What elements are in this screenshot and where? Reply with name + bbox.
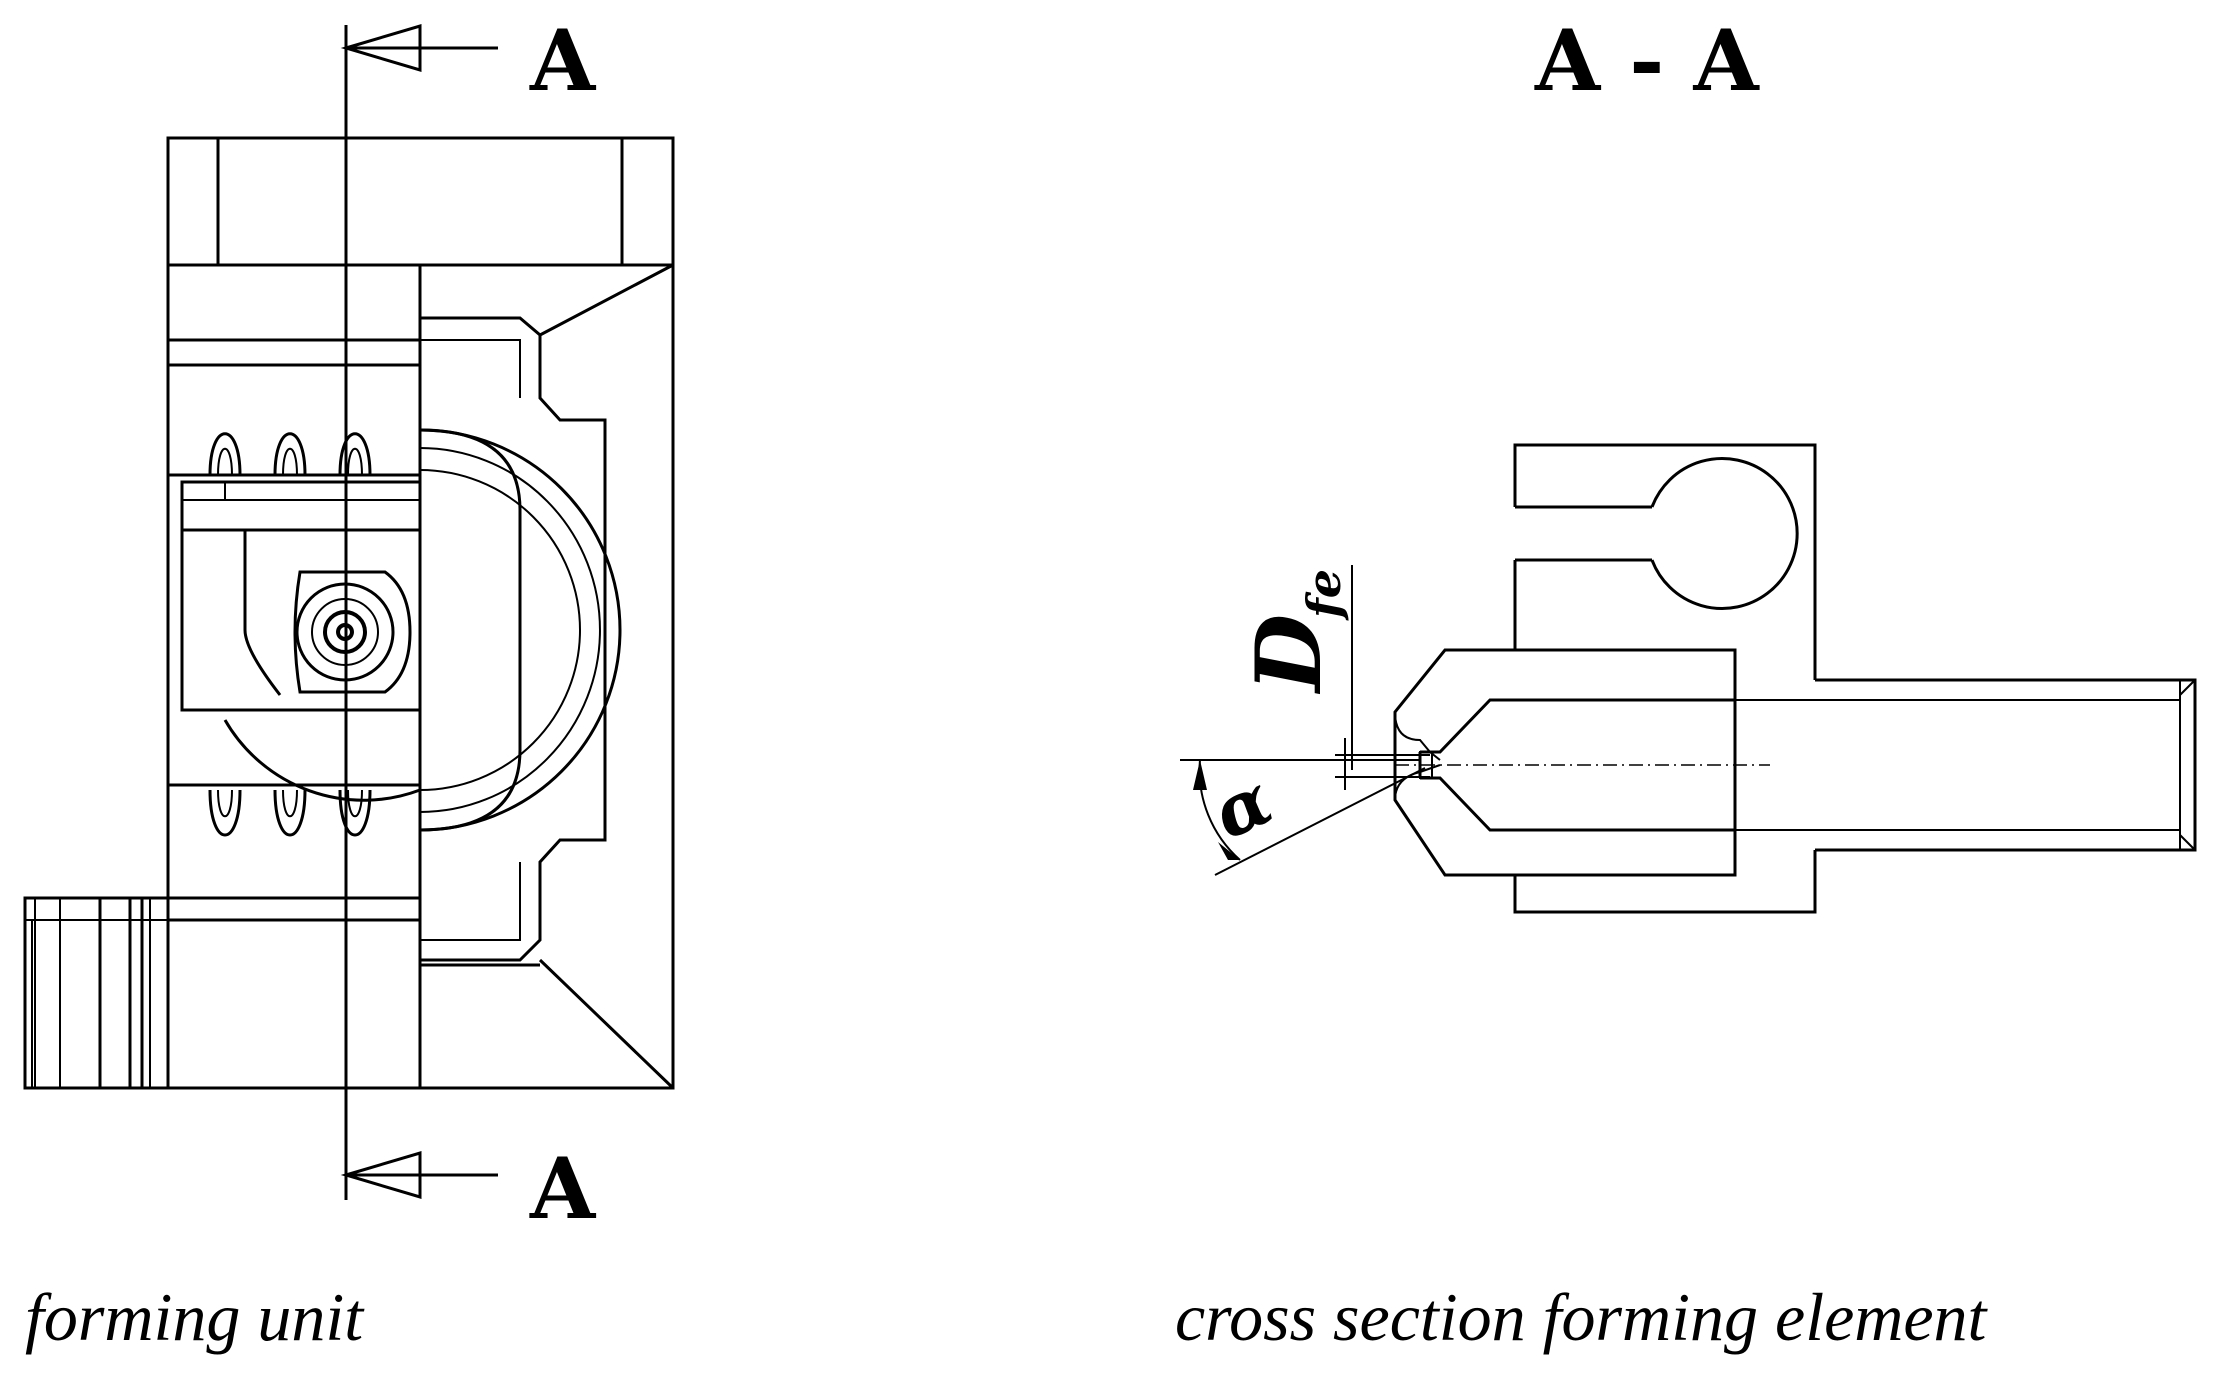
side-knob [23,896,170,1090]
cross-section-view: A - A [1175,11,2197,1355]
section-arrow-bottom [340,1150,498,1200]
angle-dimension [1180,759,1426,876]
forming-unit-view: A A [23,11,675,1355]
forming-unit-caption: forming unit [25,1279,365,1355]
diameter-subscript: fe [1297,569,1351,621]
forming-unit-body [166,136,675,1090]
forming-element-section [1393,443,2197,914]
section-label-top: A [529,11,597,110]
section-title: A - A [1534,11,1761,110]
angle-label: α [1200,757,1284,855]
section-arrow-top [340,23,498,73]
cross-section-caption: cross section forming element [1175,1279,1989,1355]
section-label-bottom: A [529,1139,597,1238]
diameter-label: D [1236,614,1342,695]
diameter-dimension [1335,565,1430,790]
